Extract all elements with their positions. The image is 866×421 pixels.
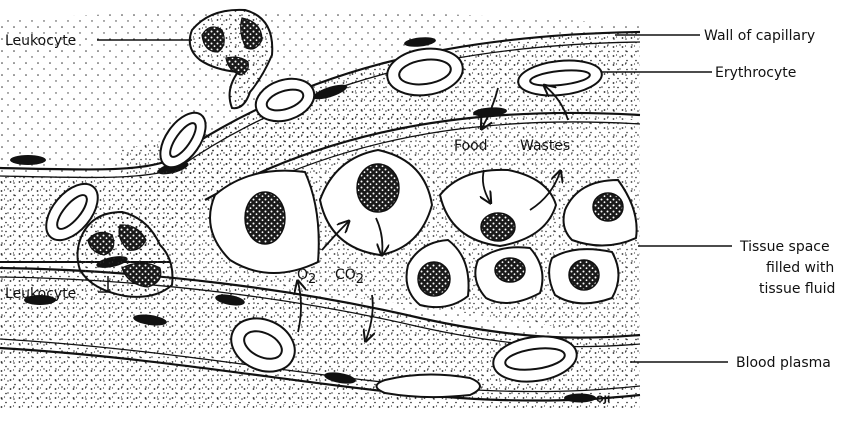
label-food: Food — [454, 138, 488, 154]
label-erythrocyte: Erythrocyte — [715, 65, 796, 81]
label-leukocyte-top: Leukocyte — [5, 33, 76, 49]
label-tissue-space-1: Tissue space — [739, 239, 830, 255]
label-leukocyte-bottom: Leukocyte — [5, 286, 76, 302]
endothelial-nucleus — [564, 394, 596, 403]
label-wall-of-capillary: Wall of capillary — [704, 28, 815, 44]
label-blood-plasma: Blood plasma — [736, 355, 831, 371]
label-tissue-space-2: filled with — [766, 260, 834, 276]
label-wastes: Wastes — [520, 138, 570, 154]
erythrocyte-cell-side — [377, 374, 481, 397]
artist-signature: OJI — [596, 395, 610, 405]
endothelial-nucleus — [10, 155, 46, 165]
label-tissue-space-3: tissue fluid — [759, 281, 835, 297]
tissue-cell — [549, 249, 618, 303]
tissue-cell — [475, 247, 542, 303]
